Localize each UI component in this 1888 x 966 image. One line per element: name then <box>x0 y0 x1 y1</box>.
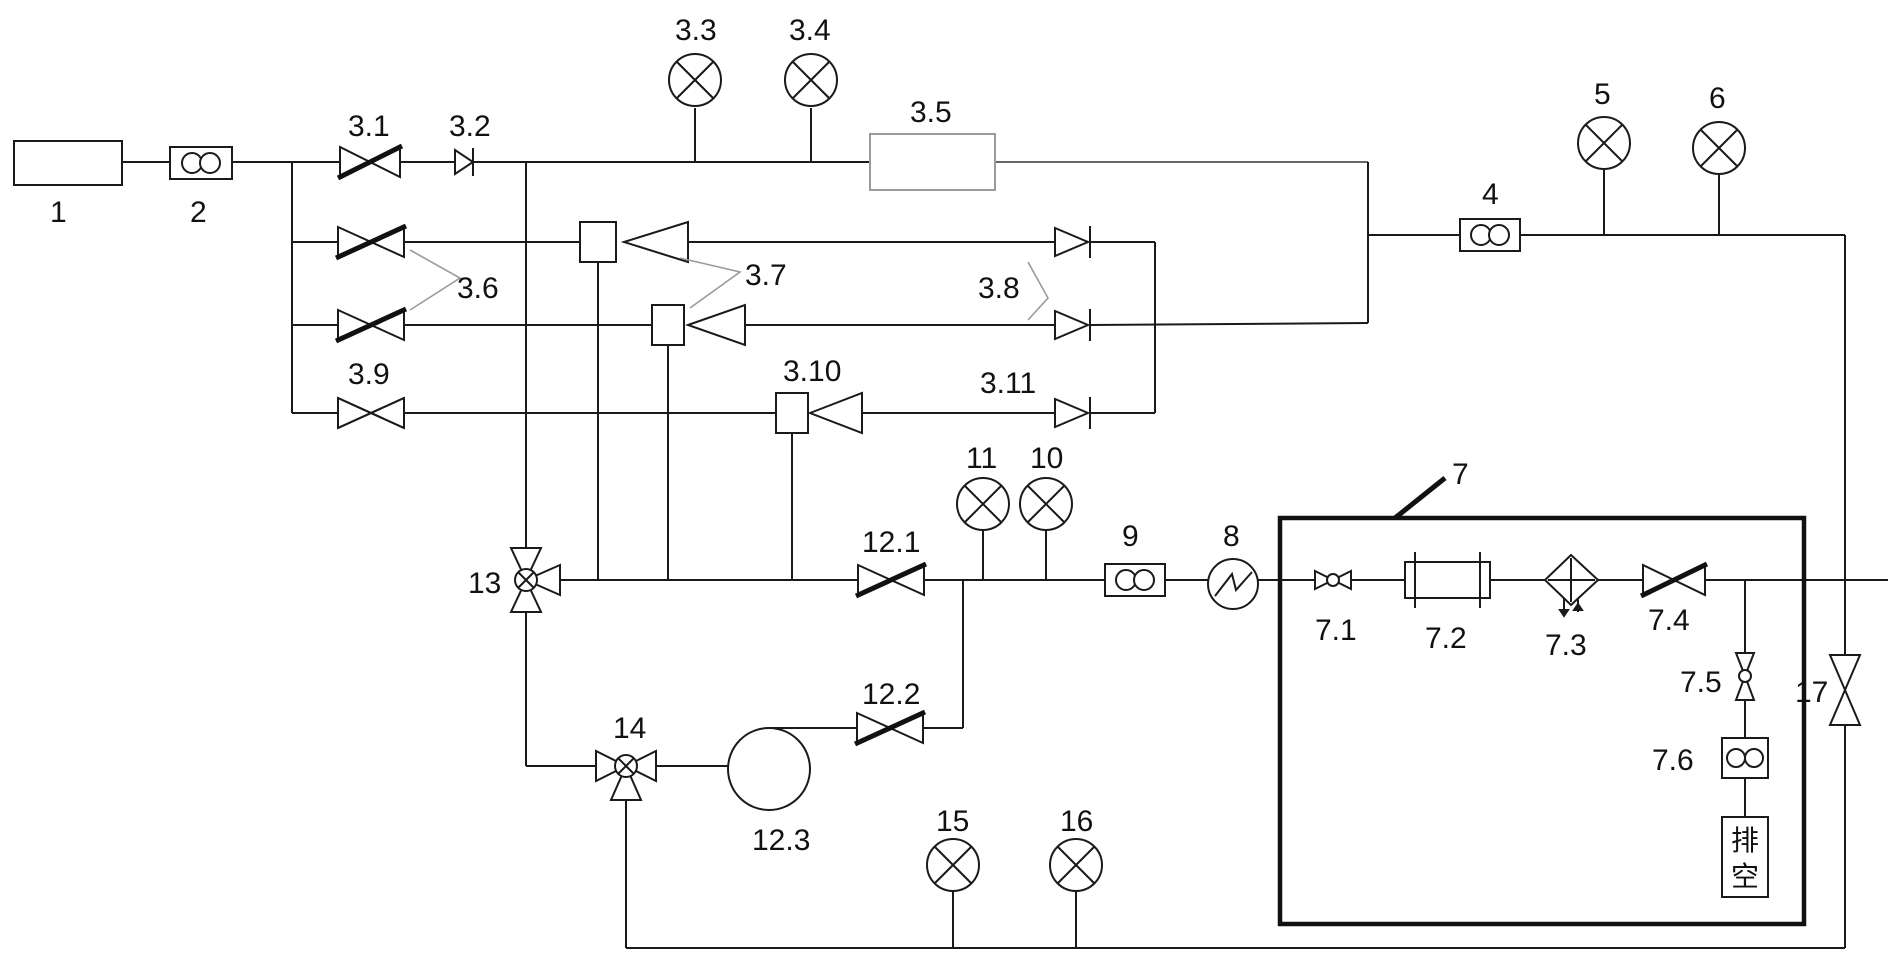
piping <box>122 161 1888 949</box>
valve-3-6-upper-icon <box>334 223 408 261</box>
valve-3-1-icon <box>336 143 404 181</box>
gauge-stems <box>694 108 1720 948</box>
valve-3-9-icon <box>337 396 405 430</box>
label-12-2: 12.2 <box>862 678 920 711</box>
component-3-5-box <box>869 133 996 191</box>
valve-12-2-icon <box>853 709 927 747</box>
gauge-11-icon <box>956 477 1010 531</box>
filter-7-2-icon <box>1404 552 1491 608</box>
labels: 1 2 3.1 3.2 3.3 3.4 3.5 3.6 3.7 3.8 3.9 … <box>50 14 1828 893</box>
label-7-5: 7.5 <box>1680 666 1722 699</box>
pump-12-3-icon <box>727 727 811 811</box>
label-7-1: 7.1 <box>1315 614 1357 647</box>
label-12-3: 12.3 <box>752 824 810 857</box>
flowmeter-4-icon <box>1459 218 1521 252</box>
valve-3-6-lower-icon <box>334 306 408 344</box>
component-1-box <box>13 140 123 186</box>
valve-7-1-icon <box>1314 569 1352 591</box>
valve-7-4-icon <box>1639 561 1709 599</box>
label-3-4: 3.4 <box>789 14 831 47</box>
label-3-7: 3.7 <box>745 259 787 292</box>
regulator-3-7-upper-icon <box>579 220 689 264</box>
flowmeter-9-icon <box>1104 563 1166 597</box>
gauge-3-4-icon <box>784 53 838 107</box>
gauge-15-icon <box>926 838 980 892</box>
leader-lines <box>409 249 1447 520</box>
label-3-9: 3.9 <box>348 358 390 391</box>
label-7: 7 <box>1452 458 1469 491</box>
check-valve-3-8-upper-icon <box>1054 226 1091 258</box>
three-way-valve-13-icon <box>509 547 561 613</box>
flowmeter-7-6-icon <box>1721 737 1769 779</box>
label-2: 2 <box>190 196 207 229</box>
label-11: 11 <box>966 442 997 475</box>
label-3-10: 3.10 <box>783 355 841 388</box>
label-16: 16 <box>1060 805 1093 838</box>
label-3-2: 3.2 <box>449 110 491 143</box>
check-valve-3-2-icon <box>454 148 475 176</box>
valve-12-1-icon <box>854 561 928 599</box>
check-valve-3-11-icon <box>1054 397 1091 429</box>
component-7-3-icon <box>1543 553 1600 618</box>
check-valve-3-8-lower-icon <box>1054 309 1091 341</box>
valve-17-icon <box>1828 654 1862 726</box>
gauge-3-3-icon <box>668 53 722 107</box>
label-7-4: 7.4 <box>1648 604 1690 637</box>
label-5: 5 <box>1594 78 1611 111</box>
label-6: 6 <box>1709 82 1726 115</box>
label-1: 1 <box>50 196 67 229</box>
regulator-3-10-icon <box>775 391 863 435</box>
label-12-1: 12.1 <box>862 526 920 559</box>
enclosure-7-box <box>1277 515 1807 927</box>
label-13: 13 <box>468 567 501 600</box>
label-14: 14 <box>613 712 646 745</box>
gauge-16-icon <box>1049 838 1103 892</box>
flowmeter-2-icon <box>169 146 233 180</box>
vent-box <box>1721 816 1769 898</box>
three-way-valve-14-icon <box>595 749 657 801</box>
label-17: 17 <box>1795 676 1828 709</box>
label-7-2: 7.2 <box>1425 622 1467 655</box>
valve-7-5-icon <box>1734 652 1756 701</box>
label-4: 4 <box>1482 178 1499 211</box>
label-7-3: 7.3 <box>1545 629 1587 662</box>
label-3-5: 3.5 <box>910 96 952 129</box>
label-15: 15 <box>936 805 969 838</box>
label-7-6: 7.6 <box>1652 744 1694 777</box>
vent-label-line1: 排 <box>1731 824 1759 857</box>
label-10: 10 <box>1030 442 1063 475</box>
label-3-6: 3.6 <box>457 272 499 305</box>
gauge-6-icon <box>1692 121 1746 175</box>
regulator-3-7-lower-icon <box>651 303 746 347</box>
gauge-10-icon <box>1019 477 1073 531</box>
vent-label-line2: 空 <box>1731 860 1759 893</box>
label-3-8: 3.8 <box>978 272 1020 305</box>
label-3-11: 3.11 <box>980 367 1036 400</box>
label-3-3: 3.3 <box>675 14 717 47</box>
heater-8-icon <box>1207 558 1259 610</box>
label-3-1: 3.1 <box>348 110 390 143</box>
label-9: 9 <box>1122 520 1139 553</box>
gauge-5-icon <box>1577 116 1631 170</box>
label-8: 8 <box>1223 520 1240 553</box>
